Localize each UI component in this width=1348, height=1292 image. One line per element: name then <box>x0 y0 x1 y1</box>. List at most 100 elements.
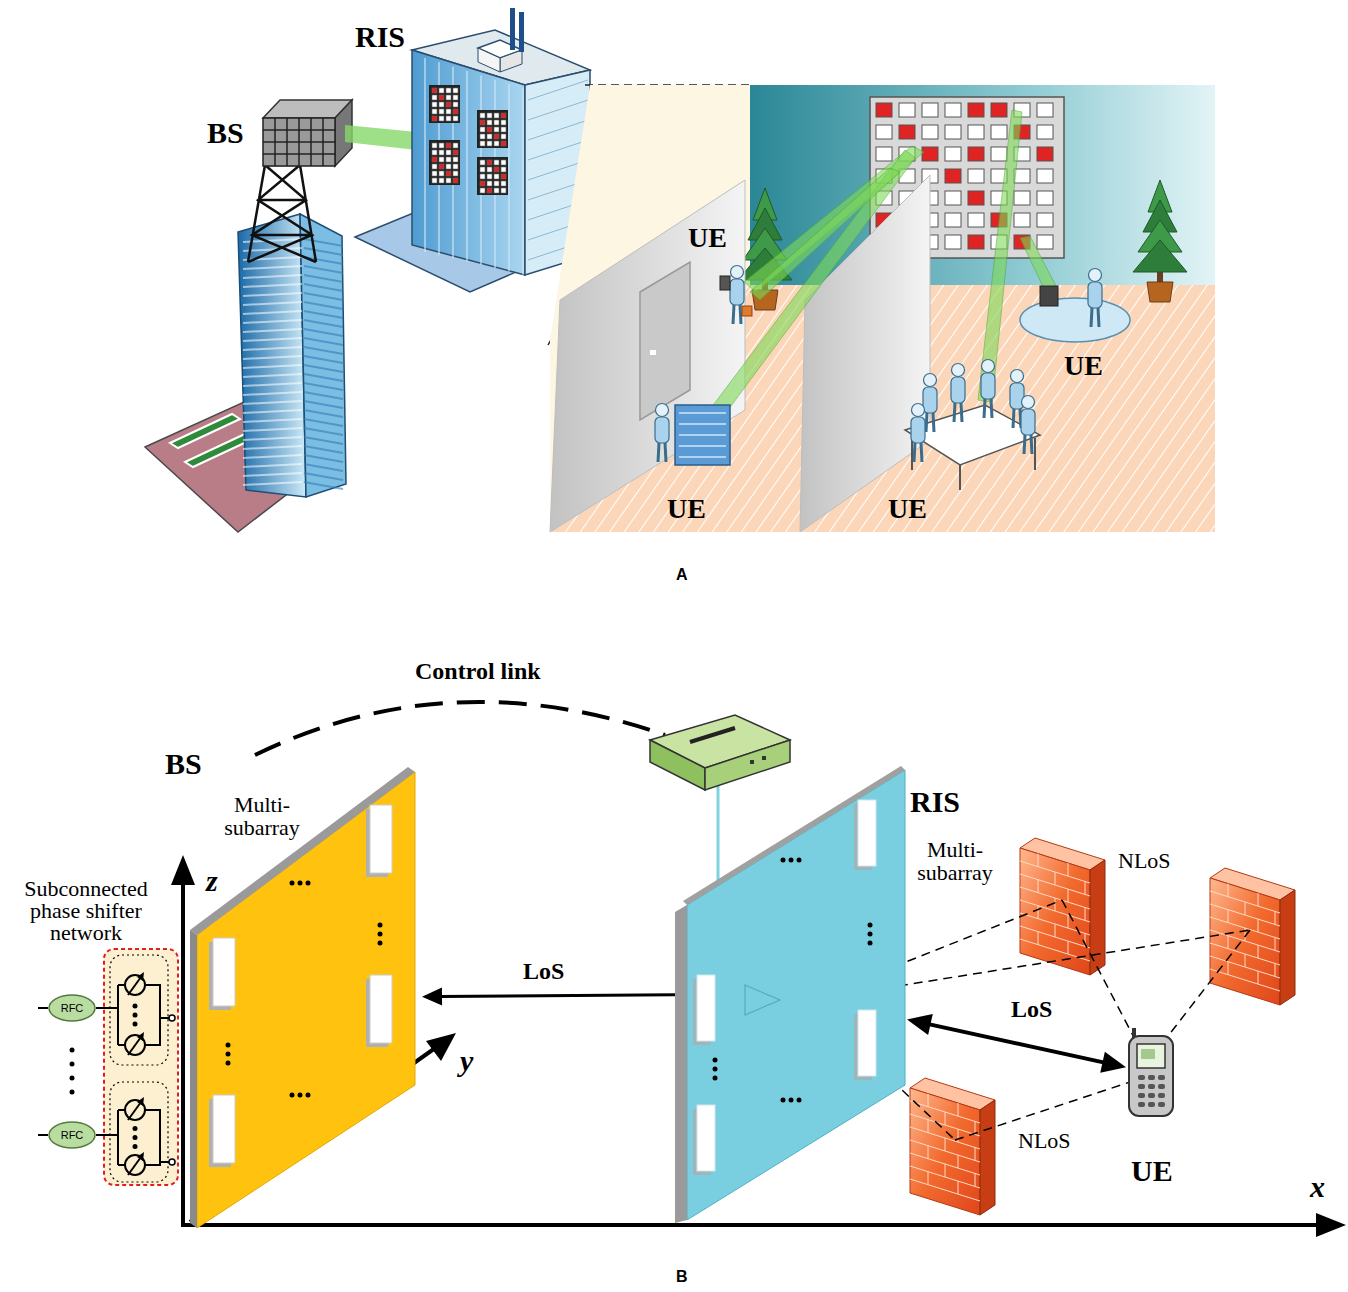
ris-grid <box>1037 125 1053 139</box>
building-windows <box>304 428 343 435</box>
wall-obstacle <box>958 1129 959 1142</box>
rfc-label-holder: RFC <box>48 1121 96 1149</box>
path-label: NLoS <box>1118 848 1171 873</box>
rf-chain: RFC <box>48 1121 96 1149</box>
phase-shifter-network-shape <box>133 1135 138 1140</box>
bs-array-panel-shape <box>290 1093 295 1098</box>
person <box>914 443 915 462</box>
person <box>655 417 669 443</box>
axis-label: x <box>1310 1170 1325 1205</box>
ris-grid <box>501 134 506 139</box>
wall-obstacle <box>1068 941 1069 954</box>
person <box>926 413 927 432</box>
bs-array-panel-shape <box>290 881 295 886</box>
building-windows <box>243 284 302 287</box>
ris-controller <box>690 728 735 742</box>
ris-panel-shape <box>675 765 907 1223</box>
ris-grid <box>477 157 508 195</box>
person <box>1031 435 1032 454</box>
panel-letter-holder: A <box>676 566 688 584</box>
node-heading-holder: BS <box>165 747 202 782</box>
building-windows <box>304 455 343 462</box>
ris-grid <box>480 120 485 125</box>
beam <box>1020 236 1058 293</box>
ris-building <box>478 48 500 72</box>
ris-grid <box>876 103 892 117</box>
bs-label-holder: BS <box>207 116 244 151</box>
beam <box>978 110 1022 402</box>
ris-grid <box>494 113 499 118</box>
ue-phone-shape <box>1148 1084 1155 1089</box>
building-windows <box>304 293 343 300</box>
ue-phone: UE <box>1126 1028 1178 1118</box>
phase-shifter-network-shape <box>133 1144 138 1149</box>
ris-grid <box>1037 235 1053 249</box>
ris-panel-shape <box>858 800 876 866</box>
network-label: Subconnected phase shifter network <box>5 878 167 944</box>
building-windows <box>304 473 343 480</box>
bs-array-panel-shape <box>370 805 392 873</box>
control-link-line <box>255 702 665 755</box>
ris-grid <box>439 164 444 169</box>
ris-grid <box>439 116 444 121</box>
ris-grid <box>968 191 984 205</box>
phase-shifter-network-shape <box>169 1015 175 1021</box>
ris-grid <box>968 235 984 249</box>
wall-obstacle <box>1245 902 1246 915</box>
building-windows <box>304 347 343 354</box>
building-windows <box>243 239 343 489</box>
ue-phone-shape <box>1138 1102 1145 1107</box>
person <box>1089 269 1102 282</box>
ue-phone-shape <box>1148 1102 1155 1107</box>
building-windows <box>243 473 302 476</box>
phase-shifter-network-shape <box>128 1102 141 1120</box>
ris-building <box>500 50 522 72</box>
ue-label-holder: UE <box>888 493 927 525</box>
ris-building <box>412 50 525 275</box>
beam <box>708 150 915 418</box>
ue-phone-shape <box>1138 1075 1145 1080</box>
ris-grid <box>501 141 506 146</box>
bs-array-panel-shape <box>213 938 235 1006</box>
ris-controller <box>717 785 720 886</box>
ris-grid <box>487 188 492 193</box>
person <box>679 456 726 458</box>
ris-panel-shape <box>868 923 873 928</box>
wall-obstacle <box>1275 937 1276 950</box>
ris-grid <box>487 134 492 139</box>
person <box>665 443 666 462</box>
path-label-holder: NLoS <box>1018 1128 1071 1153</box>
building-windows <box>243 347 302 350</box>
antenna-grid <box>263 141 335 143</box>
building-windows <box>304 356 343 363</box>
wall-obstacle <box>958 1181 959 1194</box>
building-windows <box>304 464 343 471</box>
ris-grid <box>1014 191 1030 205</box>
ris-grid <box>439 95 444 100</box>
ris-grid <box>922 147 938 161</box>
ue-phone-shape <box>1158 1093 1165 1098</box>
ris-grid <box>480 174 485 179</box>
ris-grid <box>494 167 499 172</box>
ris-grid <box>432 88 437 93</box>
antenna-grid <box>263 153 335 155</box>
rf-leads <box>70 1062 75 1067</box>
wall-obstacle <box>1245 954 1246 967</box>
person <box>742 306 752 316</box>
bs-array-panel-shape <box>226 1043 231 1048</box>
ris-grid <box>480 188 485 193</box>
building-windows <box>243 275 302 278</box>
wall-obstacle <box>1258 971 1259 984</box>
building-windows <box>243 437 302 440</box>
building-windows <box>304 311 343 318</box>
ris-panel-shape <box>789 858 794 863</box>
person <box>1022 396 1035 409</box>
rf-chain-shape <box>49 1122 95 1148</box>
wall-obstacle <box>975 1173 976 1186</box>
person <box>730 279 744 305</box>
person <box>981 373 995 399</box>
axes <box>1316 1213 1346 1237</box>
antenna <box>519 12 524 52</box>
bs-antenna-array <box>263 118 335 166</box>
